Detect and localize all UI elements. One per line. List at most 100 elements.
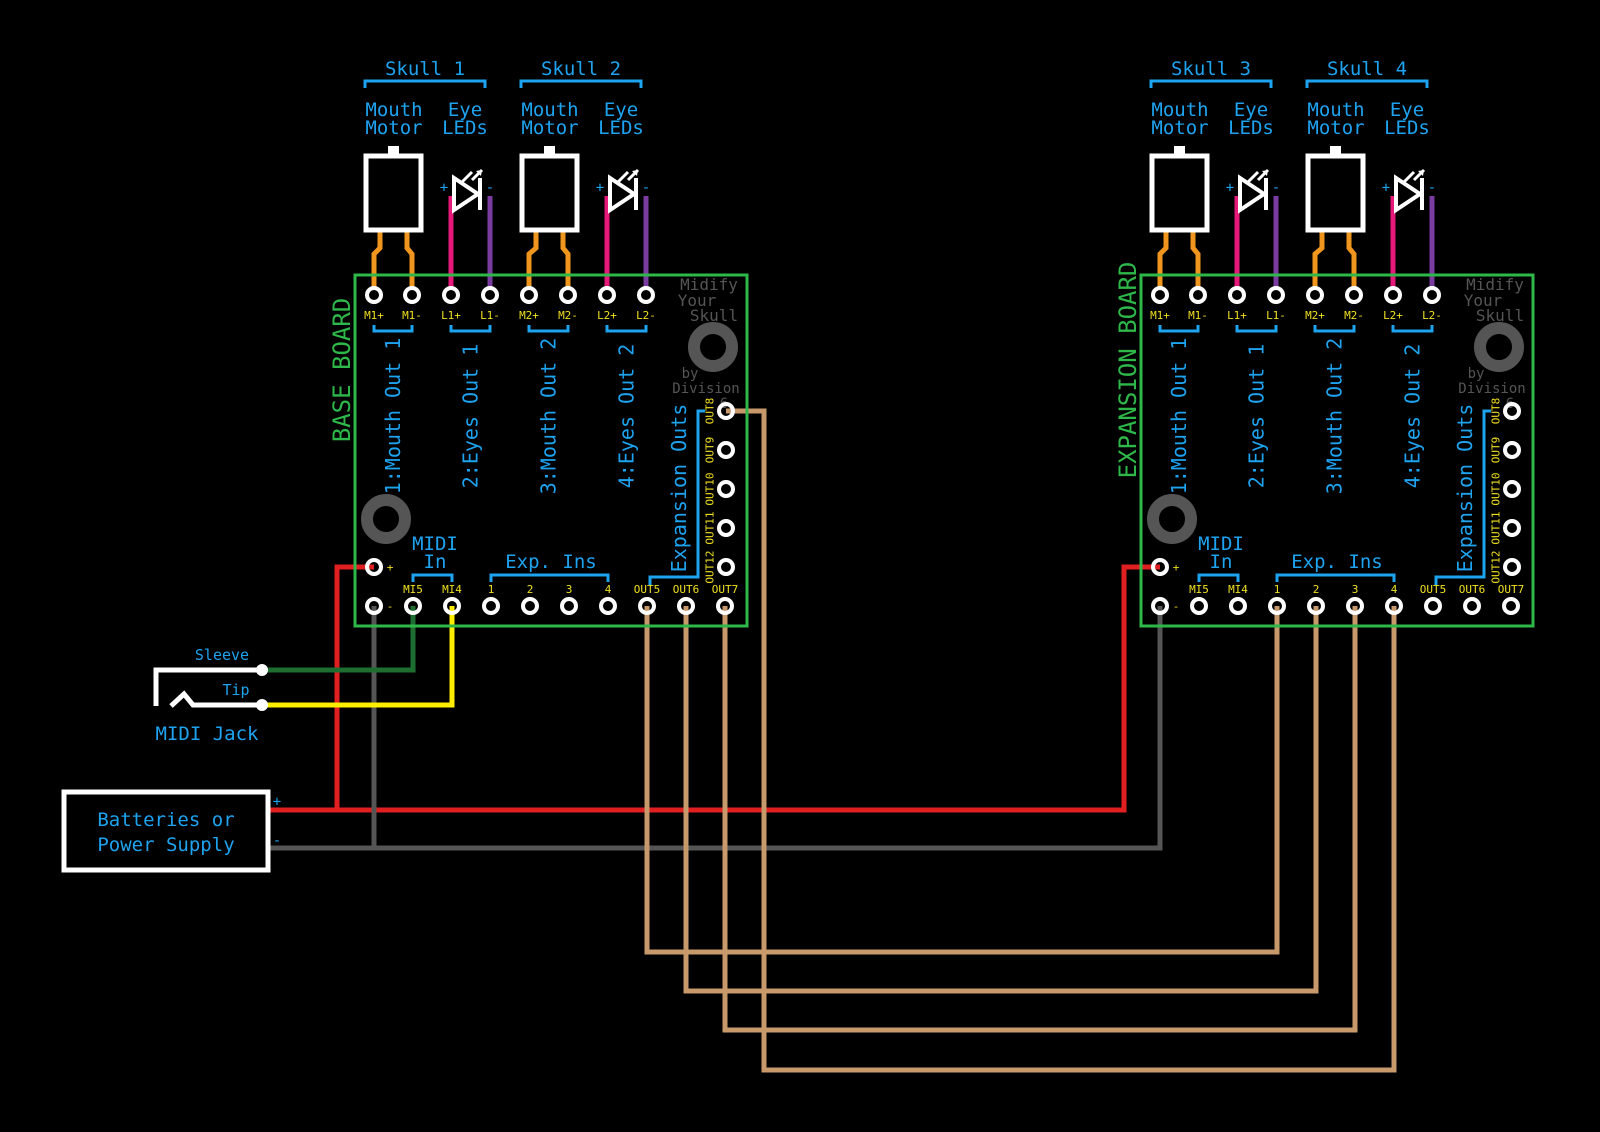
- bottom-pin-label: OUT5: [634, 583, 661, 596]
- expansion-out-pad: [1503, 519, 1521, 537]
- output-label: 4:Eyes Out 2: [1401, 344, 1425, 489]
- expansion-out-pad: [717, 558, 735, 576]
- motor-label-line2: Motor: [1307, 117, 1364, 139]
- board-brand-text: Midify: [1466, 275, 1524, 294]
- exp-ins-label: Exp. Ins: [505, 551, 597, 573]
- top-pin-pad: [1228, 286, 1246, 304]
- motor-shaft: [1174, 146, 1185, 156]
- top-pin-pad: [1151, 286, 1169, 304]
- bottom-pin-label: OUT7: [712, 583, 739, 596]
- midi-jack: Sleeve Tip MIDI Jack: [153, 646, 268, 745]
- output-bracket: [449, 325, 492, 333]
- led-label-line2: LEDs: [442, 117, 488, 139]
- midi-in-label-line1: MIDI: [412, 533, 458, 555]
- skull-bracket: [519, 79, 643, 88]
- power-plus-wire: [334, 564, 374, 810]
- power-minus-mark: -: [273, 833, 281, 849]
- top-pin-pad: [1267, 286, 1285, 304]
- bottom-pin-pad: [1229, 597, 1247, 615]
- output-bracket: [1313, 325, 1356, 333]
- bottom-pin-pad: [599, 597, 617, 615]
- bottom-pin-pad: [521, 597, 539, 615]
- top-pin-pad: [1189, 286, 1207, 304]
- motor-label-line2: Motor: [521, 117, 578, 139]
- board-byline-text: Division: [1458, 381, 1525, 397]
- power-supply-label-line1: Batteries or: [97, 809, 234, 831]
- output-label: 2:Eyes Out 1: [1245, 344, 1269, 489]
- top-pin-pad: [520, 286, 538, 304]
- exp-ins-bracket: [489, 573, 610, 582]
- bottom-pin-pad: [638, 597, 656, 615]
- expansion-out-pad: [1503, 441, 1521, 459]
- top-pin-label: M2+: [519, 309, 539, 322]
- bottom-pin-label: MI4: [442, 583, 462, 596]
- skull-title: Skull 4: [1327, 58, 1407, 80]
- mounting-hole: [1474, 322, 1524, 372]
- led-minus-sign: -: [642, 180, 650, 196]
- top-pin-pad: [365, 286, 383, 304]
- board-brand-text: Your: [1464, 291, 1503, 310]
- top-pin-pad: [559, 286, 577, 304]
- output-bracket: [527, 325, 570, 333]
- motor-wire: [371, 230, 383, 288]
- board-outline: [353, 273, 749, 628]
- expansion-out-pin-label: OUT9: [1490, 437, 1503, 464]
- led-label-line2: LEDs: [1384, 117, 1430, 139]
- expansion-out-pad: [717, 441, 735, 459]
- expansion-out-pin-label: OUT10: [704, 472, 717, 505]
- top-pin-label: M1+: [1150, 309, 1170, 322]
- bottom-pin-pad: [443, 597, 461, 615]
- top-pin-pad: [598, 286, 616, 304]
- motor-wire: [1190, 230, 1201, 288]
- motor-shaft: [544, 146, 555, 156]
- expansion-out-pin-label: OUT11: [704, 511, 717, 544]
- top-pin-label: L1+: [441, 309, 461, 322]
- power-supply-box: [61, 789, 271, 873]
- led-symbol: [1238, 168, 1270, 214]
- output-label: 3:Mouth Out 2: [1323, 338, 1347, 495]
- motor-wire: [526, 230, 539, 288]
- power-plus-pin-label: +: [1173, 561, 1180, 574]
- motor-label-line1: Mouth: [521, 99, 578, 121]
- bottom-pin-label: MI5: [1189, 583, 1209, 596]
- expansion-wire: [644, 606, 1280, 955]
- motor-wire: [560, 230, 571, 288]
- expansion-out-pad: [717, 480, 735, 498]
- mounting-hole: [1147, 494, 1197, 544]
- bottom-pin-label: OUT7: [1498, 583, 1525, 596]
- top-pin-label: L1+: [1227, 309, 1247, 322]
- bottom-pin-pad: [482, 597, 500, 615]
- midi-jack-tip-label: Tip: [222, 681, 249, 699]
- board-byline-text: by: [682, 366, 699, 382]
- top-pin-label: M1-: [1188, 309, 1208, 322]
- bottom-pin-label: OUT5: [1420, 583, 1447, 596]
- led-label-line2: LEDs: [598, 117, 644, 139]
- power-plus-pad: [365, 558, 383, 576]
- motor-shaft: [388, 146, 399, 156]
- motor-label-line1: Mouth: [365, 99, 422, 121]
- motor-wire: [1157, 230, 1169, 288]
- power-minus-pad: [365, 597, 383, 615]
- midi-in-label-line1: MIDI: [1198, 533, 1244, 555]
- top-pin-label: L2-: [1422, 309, 1442, 322]
- bottom-pin-pad: [716, 597, 734, 615]
- expansion-out-pad: [1503, 558, 1521, 576]
- expansion-out-pin-label: OUT12: [1490, 550, 1503, 583]
- midi-jack-tip-contact: [169, 690, 262, 708]
- bottom-pin-label: MI4: [1228, 583, 1248, 596]
- skull-bracket: [1305, 79, 1429, 88]
- top-pin-pad: [403, 286, 421, 304]
- power-plus-mark: +: [273, 794, 281, 810]
- top-pin-label: L1-: [480, 309, 500, 322]
- expansion-outs-bracket: [1434, 409, 1491, 585]
- skull-title: Skull 1: [385, 58, 465, 80]
- power-minus-wire: [268, 606, 1163, 851]
- top-pin-pad: [481, 286, 499, 304]
- expansion-wire: [722, 606, 1358, 1033]
- led-minus-sign: -: [1272, 180, 1280, 196]
- midi-jack-sleeve-label: Sleeve: [195, 646, 249, 664]
- bottom-pin-pad: [1268, 597, 1286, 615]
